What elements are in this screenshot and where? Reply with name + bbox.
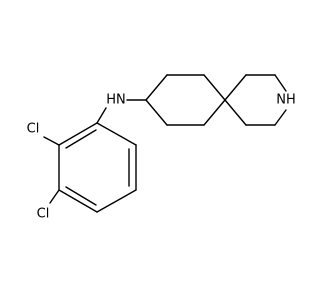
bond-pp2-nh: [274, 74, 287, 92]
bond-spiro-cy5: [203, 99, 226, 126]
bond-spiro-pp1: [224, 74, 247, 101]
bond-ar1-ar2-inner: [65, 129, 97, 149]
bond-ar1-ar2: [58, 122, 98, 146]
bond-ar3-ar4-inner: [65, 186, 97, 206]
bonds: [43, 74, 287, 213]
cl-top-label: Cl: [27, 122, 40, 137]
bond-cy3-spiro: [203, 74, 226, 101]
bond-ar6-ar1: [96, 122, 137, 146]
bond-ar1-nh: [96, 107, 107, 124]
cl-bottom-label: Cl: [37, 207, 50, 222]
nh-left-label: HN: [106, 93, 126, 108]
bond-nh-pp3: [274, 109, 287, 126]
bond-ar3-ar4: [58, 189, 98, 213]
bond-ar3-cl: [49, 189, 60, 204]
bond-ar2-cl: [43, 136, 60, 146]
bond-ar4-ar5: [96, 189, 137, 213]
atom-labels: HN NH Cl Cl: [27, 93, 296, 222]
bond-cy6-cy1: [145, 99, 168, 126]
nh-right-label: NH: [276, 93, 296, 108]
chemical-structure: HN NH Cl Cl: [27, 74, 296, 222]
bond-cy1-cy2: [145, 74, 168, 101]
bond-pp4-spiro: [224, 99, 247, 126]
